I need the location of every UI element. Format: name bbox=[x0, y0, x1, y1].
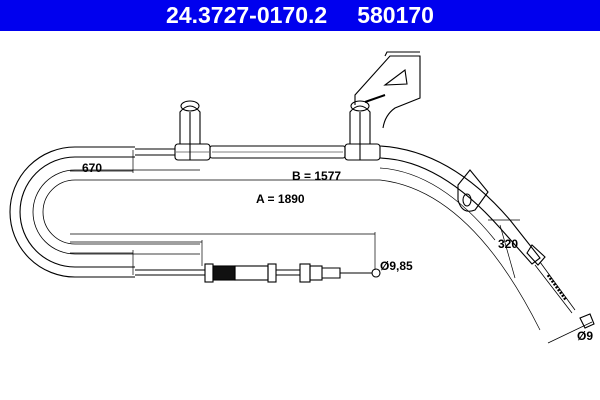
dim-b: B = 1577 bbox=[292, 169, 341, 183]
mounting-bracket bbox=[354, 55, 421, 129]
title-bar: 24.3727-0170.2 580170 bbox=[0, 0, 600, 31]
dim-a: A = 1890 bbox=[256, 192, 305, 206]
part-number: 24.3727-0170.2 bbox=[166, 2, 328, 28]
dim-320: 320 bbox=[498, 237, 518, 251]
dim-diameter-985: Ø9,85 bbox=[380, 259, 413, 273]
dim-diameter-9: Ø9 bbox=[577, 329, 593, 343]
cable-drawing: 670 B = 1577 A = 1890 320 Ø9,85 Ø9 bbox=[9, 51, 595, 344]
cable-sheath-inner bbox=[19, 156, 135, 268]
cable-sheath-outer bbox=[9, 146, 135, 278]
dim-670: 670 bbox=[82, 161, 102, 175]
reference-number: 580170 bbox=[357, 2, 434, 28]
